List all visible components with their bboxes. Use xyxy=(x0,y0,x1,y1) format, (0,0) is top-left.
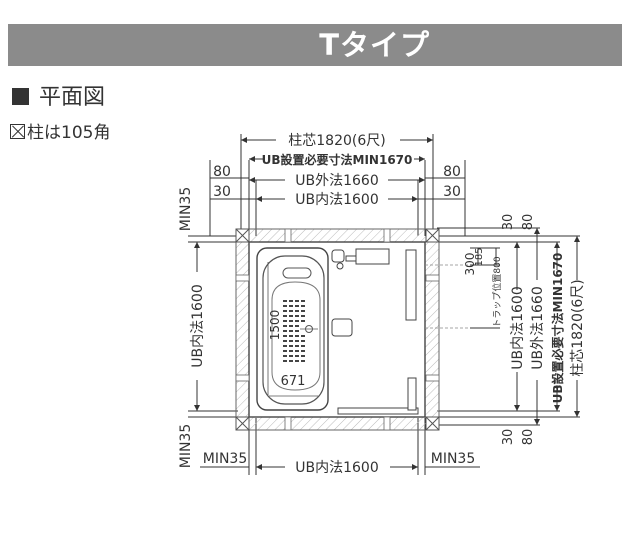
bottom-dimension-arrows xyxy=(256,464,418,470)
stud-markers xyxy=(235,228,440,431)
dim-ub-inner-left: UB内法1600 xyxy=(190,284,206,367)
right-dimension-arrows xyxy=(514,228,580,425)
dim-185: 185 xyxy=(474,247,485,266)
crossed-square-icon xyxy=(10,124,25,139)
corner-pillar-crosses xyxy=(235,228,440,431)
tub-anti-slip-pattern xyxy=(283,300,305,362)
top-dimension-arrows xyxy=(241,137,433,202)
title-banner: Tタイプ xyxy=(8,24,622,66)
dim-ub-required: UB設置必要寸法MIN1670 xyxy=(262,152,413,167)
dim-ub-inner-bottom: UB内法1600 xyxy=(295,460,378,476)
dim-min35-bottom-left: MIN35 xyxy=(203,451,248,467)
dim-ub-outer: UB外法1660 xyxy=(295,173,378,189)
banner-title: Tタイプ xyxy=(319,28,430,62)
dim-right-30-top: 30 xyxy=(501,214,516,231)
section-title-text: 平面図 xyxy=(39,85,106,110)
pillar-note: 柱は105角 xyxy=(10,121,110,145)
dim-trap-position: トラップ位置800 xyxy=(491,256,503,327)
dim-ub-outer-right: UB外法1660 xyxy=(530,286,546,369)
dim-ub-inner-right: UB内法1600 xyxy=(510,286,526,369)
dim-pillar-center-right: 柱芯1820(6尺) xyxy=(570,279,586,376)
dim-min35-left-bottom: MIN35 xyxy=(178,424,194,469)
door-frame xyxy=(337,377,419,415)
dim-min35-left-top: MIN35 xyxy=(178,187,194,232)
dim-300: 300 xyxy=(463,253,477,276)
dim-pillar-center: 柱芯1820(6尺) xyxy=(288,133,385,149)
pillar-note-text: 柱は105角 xyxy=(27,123,111,143)
dim-tub-length: 1500 xyxy=(268,310,282,341)
left-dimension-arrows xyxy=(194,242,200,411)
dim-left-80: 80 xyxy=(213,164,231,180)
trap-centerline xyxy=(425,264,470,329)
section-heading: 平面図 xyxy=(12,83,105,113)
right-dimension-lines xyxy=(437,227,580,426)
dim-ub-required-right: UB設置必要寸法MIN1670 xyxy=(550,253,565,404)
dim-tub-width: 671 xyxy=(281,374,306,389)
dim-right-80: 80 xyxy=(443,164,461,180)
bathtub xyxy=(256,247,329,411)
dim-ub-inner-top: UB内法1600 xyxy=(295,192,378,208)
dim-right-80-top: 80 xyxy=(521,214,536,231)
dim-right-80-bottom: 80 xyxy=(521,429,536,446)
mirror-shelf xyxy=(331,318,353,337)
dim-left-30: 30 xyxy=(213,184,231,200)
dim-min35-bottom-right: MIN35 xyxy=(431,451,476,467)
square-bullet-icon xyxy=(12,88,29,105)
tub-dimension-lines xyxy=(267,262,318,397)
dim-right-30: 30 xyxy=(443,184,461,200)
dim-right-30-bottom: 30 xyxy=(501,429,516,446)
faucet-fixture xyxy=(331,248,417,321)
